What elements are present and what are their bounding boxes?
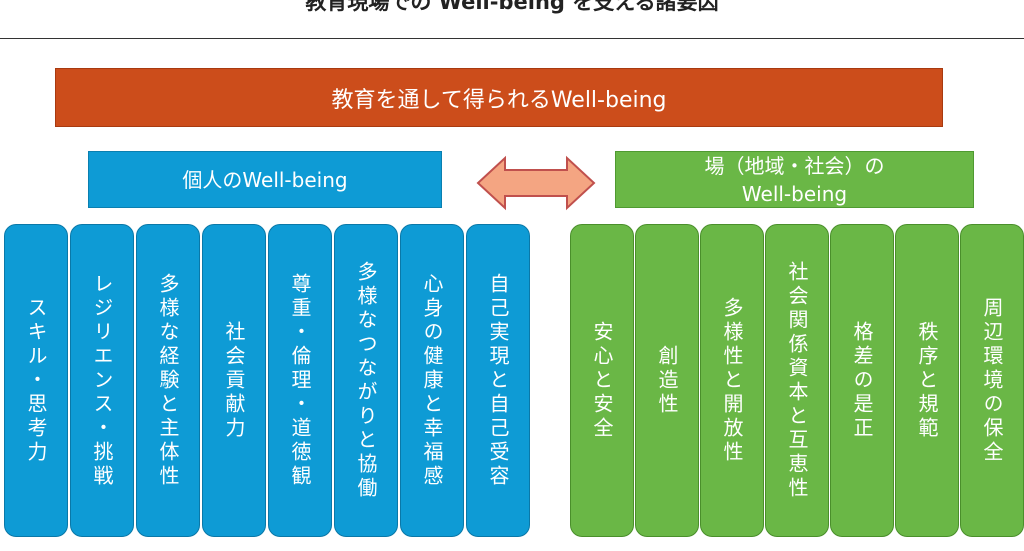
individual-factor-label: 多様な経験と主体性 xyxy=(156,272,180,489)
double-arrow-icon xyxy=(476,155,596,211)
community-factor-card: 秩序と規範 xyxy=(895,224,959,537)
community-factor-label: 多様性と開放性 xyxy=(720,296,744,465)
individual-factor-card: 社会貢献力 xyxy=(202,224,266,537)
community-factor-label: 周辺環境の保全 xyxy=(980,296,1004,465)
community-header-line2: Well-being xyxy=(741,181,848,206)
individual-factor-card: 多様なつながりと協働 xyxy=(334,224,398,537)
community-factor-card: 創造性 xyxy=(635,224,699,537)
wellbeing-through-education-banner: 教育を通して得られるWell-being xyxy=(55,68,943,127)
community-factor-card: 安心と安全 xyxy=(570,224,634,537)
individual-factor-label: 多様なつながりと協働 xyxy=(354,260,378,501)
individual-header-label: 個人のWell-being xyxy=(182,167,348,192)
community-factor-label: 秩序と規範 xyxy=(915,320,939,441)
community-factor-label: 安心と安全 xyxy=(590,320,614,441)
individual-factor-label: 社会貢献力 xyxy=(222,320,246,441)
individual-factor-card: 尊重・倫理・道徳観 xyxy=(268,224,332,537)
community-factor-label: 社会関係資本と互恵性 xyxy=(785,260,809,501)
title-divider xyxy=(0,38,1024,39)
individual-wellbeing-header: 個人のWell-being xyxy=(88,151,442,208)
banner-label: 教育を通して得られるWell-being xyxy=(331,87,667,113)
individual-factor-label: 尊重・倫理・道徳観 xyxy=(288,272,312,489)
community-factor-card: 格差の是正 xyxy=(830,224,894,537)
community-header-line1: 場（地域・社会）の xyxy=(704,153,885,178)
community-factor-card: 多様性と開放性 xyxy=(700,224,764,537)
community-factor-card: 社会関係資本と互恵性 xyxy=(765,224,829,537)
individual-factor-label: スキル・思考力 xyxy=(24,296,48,465)
individual-factor-label: レジリエンス・挑戦 xyxy=(90,272,114,489)
individual-factor-card: 多様な経験と主体性 xyxy=(136,224,200,537)
individual-factor-label: 自己実現と自己受容 xyxy=(486,272,510,489)
community-factor-card: 周辺環境の保全 xyxy=(960,224,1024,537)
individual-factor-card: 心身の健康と幸福感 xyxy=(400,224,464,537)
community-factor-label: 格差の是正 xyxy=(850,320,874,441)
individual-factor-label: 心身の健康と幸福感 xyxy=(420,272,444,489)
page-title: 教育現場での Well-being を支える諸要因 xyxy=(305,0,719,14)
individual-factor-card: 自己実現と自己受容 xyxy=(466,224,530,537)
individual-factor-card: スキル・思考力 xyxy=(4,224,68,537)
community-factor-label: 創造性 xyxy=(655,344,679,417)
individual-factor-card: レジリエンス・挑戦 xyxy=(70,224,134,537)
community-wellbeing-header: 場（地域・社会）の Well-being xyxy=(615,151,974,208)
